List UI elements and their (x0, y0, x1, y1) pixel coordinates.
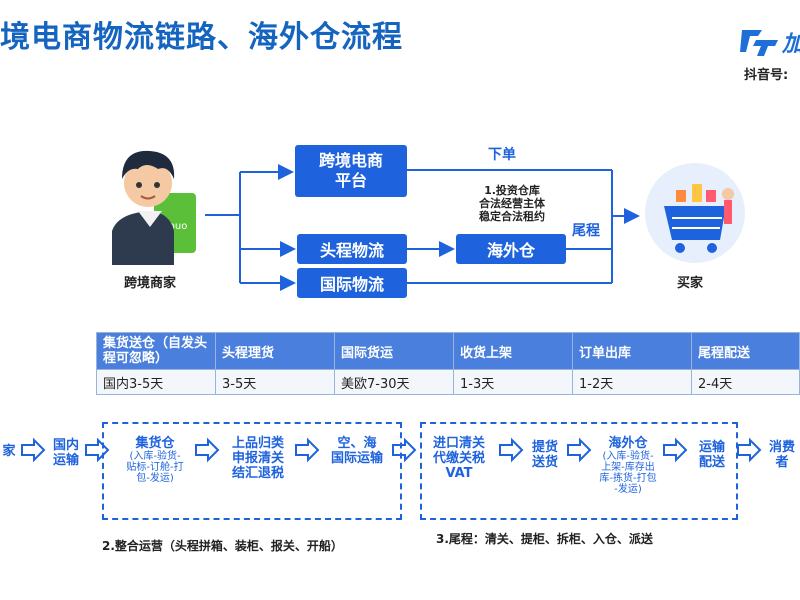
merchant-avatar: Kouo (112, 150, 196, 265)
bag-brand-text: Kouo (163, 221, 188, 232)
timeline-table: 集货送仓（自发头程可忽略） 头程理货 国际货运 收货上架 订单出库 尾程配送 国… (96, 332, 800, 395)
table-cell: 1-3天 (453, 369, 573, 395)
flow-consolidation-sub-3: 包-发运) (136, 473, 174, 484)
invest-line-3: 稳定合法租约 (479, 210, 545, 223)
flow-domestic: 国内 运输 (48, 438, 84, 468)
consolidation-group (102, 422, 402, 520)
flow-overseas-sub-1: (入库-验货- (602, 451, 654, 462)
brand-logo-icon (740, 30, 778, 56)
table-cell: 1-2天 (572, 369, 692, 395)
table-header-cell: 头程理货 (215, 332, 335, 370)
douyin-id-label: 抖音号: (744, 68, 789, 83)
tail-group (420, 422, 738, 520)
overseas-warehouse-box: 海外仓 (456, 234, 566, 264)
ecommerce-platform-box: 跨境电商 平台 (295, 145, 407, 197)
flow-overseas-sub-4: -发运) (614, 484, 642, 495)
table-header-cell: 国际货运 (334, 332, 454, 370)
top-connectors (205, 164, 640, 291)
flow-consolidation-sub-2: 贴标-订舱-打 (126, 462, 184, 473)
buyer-label: 买家 (676, 276, 703, 291)
flow-listing-l1: 上品归类 (231, 436, 284, 451)
merchant-label: 跨境商家 (123, 276, 176, 291)
table-header-cell: 收货上架 (453, 332, 573, 370)
flow-listing: 上品归类 申报清关 结汇退税 (220, 436, 296, 481)
invest-warehouse-note: 1.投资仓库 合法经营主体 稳定合法租约 (456, 184, 568, 223)
order-label: 下单 (488, 147, 516, 163)
flow-delivery: 运输 配送 (690, 440, 734, 470)
flow-pickup-l2: 送货 (531, 455, 558, 470)
flow-pickup: 提货 送货 (524, 440, 566, 470)
flow-import: 进口清关 代缴关税 VAT (420, 436, 498, 481)
table-cell: 美欧7-30天 (334, 369, 454, 395)
tail-label: 尾程 (572, 223, 600, 239)
flow-consumer-l1: 消费 (768, 440, 795, 455)
table-cell: 国内3-5天 (96, 369, 216, 395)
table-header-cell: 订单出库 (572, 332, 692, 370)
platform-line-2: 平台 (334, 171, 367, 190)
flow-overseas-sub-3: 库-拣货-打包 (599, 473, 657, 484)
flow-consolidation-title: 集货仓 (135, 436, 175, 451)
flow-listing-l3: 结汇退税 (231, 466, 284, 481)
table-header-cell: 尾程配送 (691, 332, 800, 370)
flow-consolidation-sub-1: (入库-验货- (129, 451, 181, 462)
table-row: 国内3-5天 3-5天 美欧7-30天 1-3天 1-2天 2-4天 (96, 369, 800, 395)
flow-consumer-l2: 者 (775, 455, 789, 470)
flow-seller: 家 (2, 444, 16, 459)
head-logistics-box: 头程物流 (297, 234, 407, 264)
flow-pickup-l1: 提货 (531, 440, 558, 455)
flow-listing-l2: 申报清关 (231, 451, 284, 466)
caption-consolidation: 2.整合运营（头程拼箱、装柜、报关、开船） (102, 539, 343, 553)
flow-import-l3: VAT (445, 466, 473, 481)
platform-line-1: 跨境电商 (318, 151, 383, 170)
flow-delivery-l1: 运输 (698, 440, 725, 455)
intl-logistics-box: 国际物流 (297, 268, 407, 298)
invest-line-2: 合法经营主体 (479, 197, 545, 210)
flow-domestic-l1: 国内 (52, 438, 79, 453)
flow-transport: 空、海 国际运输 (320, 436, 394, 466)
page-title: 境电商物流链路、海外仓流程 (0, 20, 403, 55)
flow-delivery-l2: 配送 (698, 455, 725, 470)
table-header-row: 集货送仓（自发头程可忽略） 头程理货 国际货运 收货上架 订单出库 尾程配送 (96, 332, 800, 370)
table-header-cell: 集货送仓（自发头程可忽略） (96, 332, 216, 370)
brand-logo-text: 加 (782, 26, 800, 58)
flow-import-l1: 进口清关 (432, 436, 485, 451)
flow-domestic-l2: 运输 (52, 453, 79, 468)
flow-overseas-sub-2: 上架-库存出 (601, 462, 655, 473)
flow-consumer: 消费 者 (764, 440, 800, 470)
flow-arrows (21, 437, 762, 463)
flow-import-l2: 代缴关税 (432, 451, 485, 466)
table-cell: 3-5天 (215, 369, 335, 395)
flow-overseas: 海外仓 (入库-验货- 上架-库存出 库-拣货-打包 -发运) (592, 436, 664, 495)
invest-line-1: 1.投资仓库 (484, 184, 540, 197)
flow-transport-l1: 空、海 (337, 436, 377, 451)
table-cell: 2-4天 (691, 369, 800, 395)
flow-transport-l2: 国际运输 (330, 451, 383, 466)
buyer-shopping-icon (645, 163, 745, 263)
caption-tail: 3.尾程：清关、提柜、拆柜、入仓、派送 (436, 532, 653, 546)
flow-consolidation: 集货仓 (入库-验货- 贴标-订舱-打 包-发运) (114, 436, 196, 484)
flow-overseas-title: 海外仓 (608, 436, 648, 451)
